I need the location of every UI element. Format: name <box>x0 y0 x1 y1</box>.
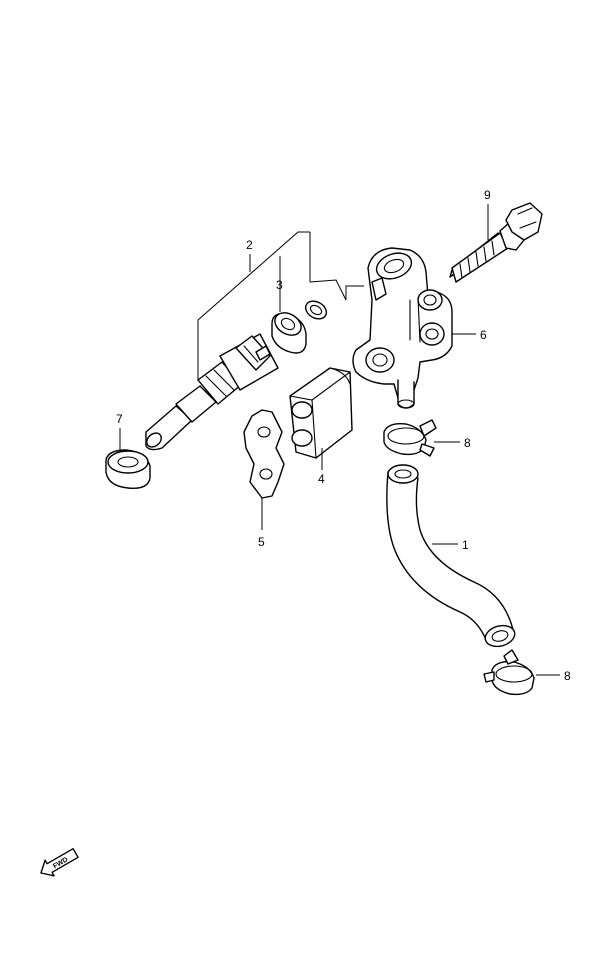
grommet-part <box>271 312 307 354</box>
fwd-arrow-icon: FWD <box>40 847 79 877</box>
leader-lines <box>119 204 560 676</box>
callout-clip-upper: 8 <box>464 436 471 450</box>
gasket-plate-part <box>243 409 285 499</box>
callout-gasket-plate: 5 <box>258 535 265 549</box>
sensor-part <box>145 333 279 451</box>
callout-housing: 6 <box>480 328 487 342</box>
callout-gasket-block: 4 <box>318 472 325 486</box>
callout-seal: 7 <box>116 412 123 426</box>
clip-lower-part <box>483 649 535 696</box>
fwd-label: FWD <box>52 856 69 870</box>
seal-part <box>105 449 151 489</box>
break-leader <box>309 232 364 301</box>
hose-part <box>386 464 516 648</box>
callout-hose: 1 <box>462 538 469 552</box>
o-ring-part <box>304 300 328 320</box>
callout-grommet: 3 <box>276 278 283 292</box>
housing-part <box>352 247 453 409</box>
callout-sensor: 2 <box>246 238 253 252</box>
clip-upper-part <box>383 419 437 457</box>
callout-clip-lower: 8 <box>564 669 571 683</box>
callout-bolt: 9 <box>484 188 491 202</box>
gasket-block-part <box>289 367 353 459</box>
bolt-part <box>449 202 543 283</box>
